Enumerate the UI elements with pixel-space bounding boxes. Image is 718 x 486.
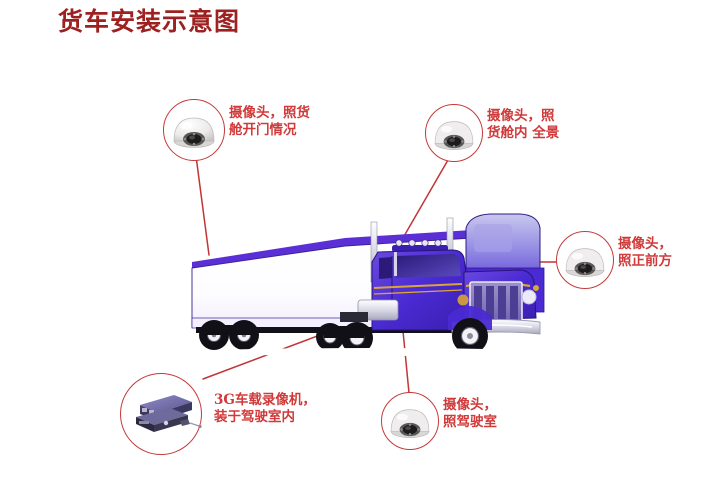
tractor-drive-wheels: [316, 322, 373, 354]
trailer-top-trim: [192, 230, 472, 271]
mobile-dvr-icon: [136, 395, 202, 432]
front-grille: [469, 281, 523, 329]
callout-label-line2: 舱开门情况: [229, 122, 297, 138]
dome-camera-icon: [390, 409, 430, 438]
callout-label-line2: 照正前方: [618, 253, 672, 269]
dome-camera-icon: [173, 117, 215, 148]
cab-side-glass: [379, 257, 392, 279]
dome-camera-icon: [434, 121, 474, 150]
callout-label-line1: 摄像头，: [443, 397, 497, 413]
cab-mirror: [394, 252, 397, 276]
marker-lamp-right: [533, 285, 539, 291]
headlight-right: [521, 289, 537, 305]
callout-label-line1: 3G车载录像机，: [214, 392, 316, 408]
leader-line-cam-cargo-door: [195, 155, 210, 256]
cab-windshield: [396, 254, 461, 278]
cab-step: [340, 312, 368, 322]
tractor-steer-wheel: [452, 318, 488, 354]
callout-label-line2: 照驾驶室: [443, 414, 497, 430]
page-title: 货车安装示意图: [58, 7, 241, 36]
marker-lamp-left: [457, 294, 469, 306]
cab-pinstripe-upper: [373, 283, 463, 289]
dome-camera-icon: [565, 248, 605, 277]
cab-pinstripe-lower: [373, 289, 463, 295]
sleeper-window: [474, 224, 512, 252]
callout-label-line1: 摄像头，: [618, 236, 672, 252]
callout-label-line2: 装于驾驶室内: [214, 409, 295, 425]
trailer-wheels: [199, 320, 259, 350]
callout-label-line2: 货舱内 全景: [487, 125, 560, 141]
callout-label-line1: 摄像头，照货: [229, 105, 310, 121]
callout-circle: [556, 231, 614, 289]
callout-label-line1: 摄像头，照: [487, 108, 555, 124]
tractor-unit: [200, 213, 545, 356]
